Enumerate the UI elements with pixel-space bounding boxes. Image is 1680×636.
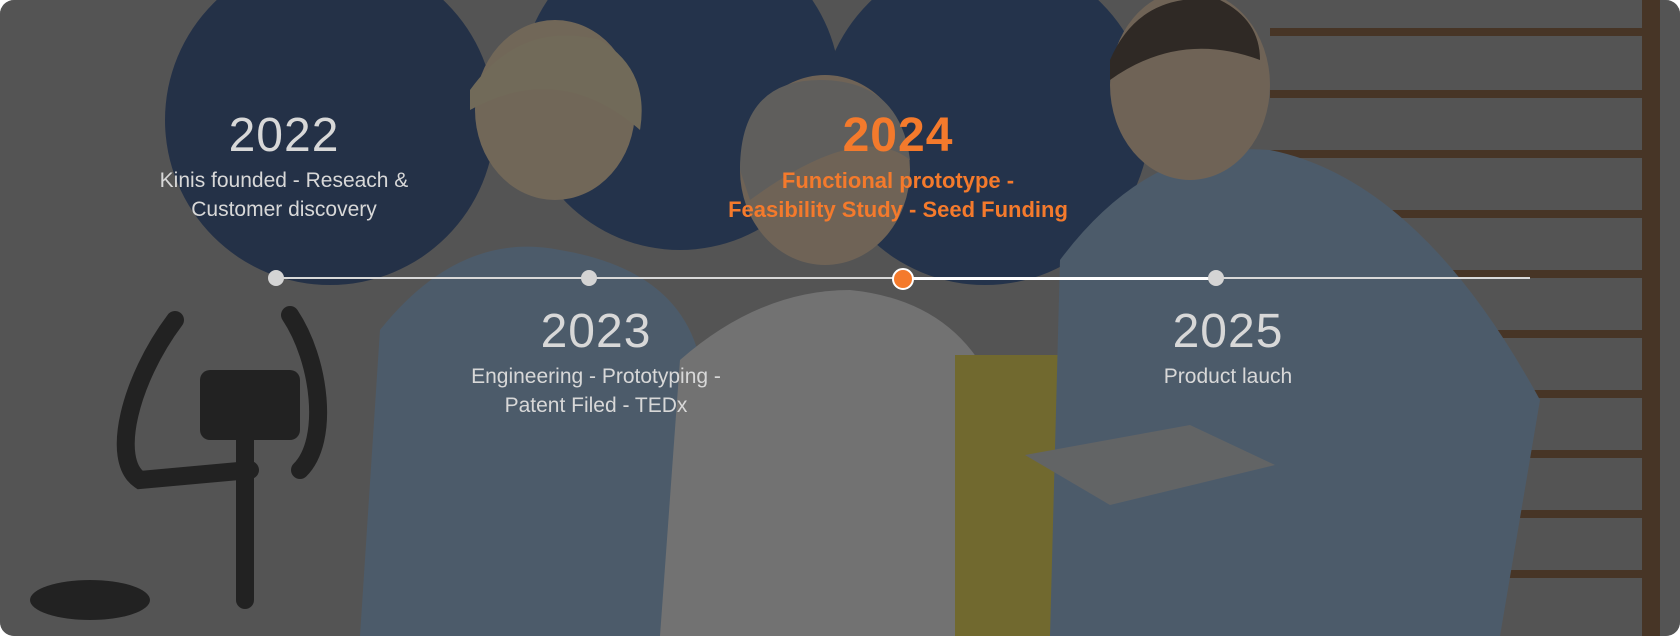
milestone-description-line: Product lauch	[1163, 365, 1293, 388]
milestone-description-line: Feasibility Study - Seed Funding	[728, 197, 1068, 222]
milestone-year: 2022	[228, 109, 340, 162]
milestone-description-line: Functional prototype -	[781, 168, 1015, 193]
milestone-description: Product lauch	[1058, 362, 1398, 391]
milestone-description: Functional prototype - Feasibility Study…	[728, 166, 1068, 224]
milestone-year: 2024	[842, 109, 954, 162]
timeline-progress	[902, 277, 1216, 280]
milestone-2022[interactable]: 2022 Kinis founded - Reseach & Customer …	[114, 110, 454, 224]
milestone-description-line: Customer discovery	[191, 198, 377, 221]
milestone-2023[interactable]: 2023 Engineering - Prototyping - Patent …	[426, 306, 766, 420]
timeline-dot-2023[interactable]	[581, 270, 597, 286]
milestone-description-line: Engineering - Prototyping -	[471, 365, 721, 388]
milestone-2025[interactable]: 2025 Product lauch	[1058, 306, 1398, 391]
milestone-year: 2023	[540, 305, 652, 358]
milestone-description-line: Patent Filed - TEDx	[504, 394, 688, 417]
milestone-description-line: Kinis founded - Reseach &	[159, 169, 409, 192]
timeline-dot-2022[interactable]	[268, 270, 284, 286]
timeline-dot-2025[interactable]	[1208, 270, 1224, 286]
milestone-year: 2025	[1172, 305, 1284, 358]
milestone-description: Engineering - Prototyping - Patent Filed…	[426, 362, 766, 420]
milestone-2024[interactable]: 2024 Functional prototype - Feasibility …	[728, 110, 1068, 224]
timeline-dot-2024[interactable]	[892, 268, 914, 290]
milestone-description: Kinis founded - Reseach & Customer disco…	[114, 166, 454, 224]
